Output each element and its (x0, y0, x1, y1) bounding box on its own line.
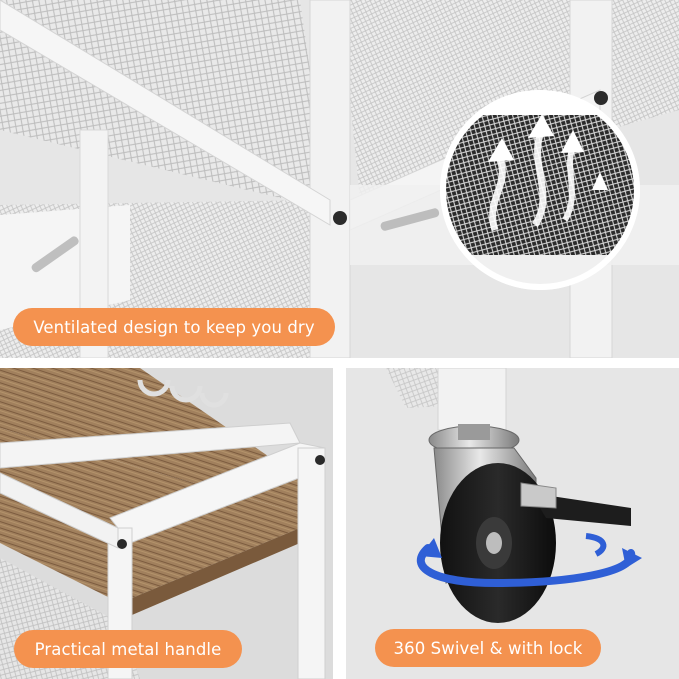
metal-handle-photo (0, 368, 333, 679)
divider-vertical (333, 368, 346, 679)
handle-panel: Practical metal handle (0, 368, 333, 679)
ventilation-panel: Ventilated design to keep you dry (0, 0, 679, 358)
caster-panel: 360 Swivel & with lock (346, 368, 679, 679)
divider-horizontal (0, 358, 679, 368)
mesh-shelf-photo (0, 0, 679, 358)
ventilation-caption: Ventilated design to keep you dry (13, 308, 335, 346)
caster-caption: 360 Swivel & with lock (375, 629, 601, 667)
swivel-caster-photo (346, 368, 679, 679)
handle-caption: Practical metal handle (14, 630, 242, 668)
